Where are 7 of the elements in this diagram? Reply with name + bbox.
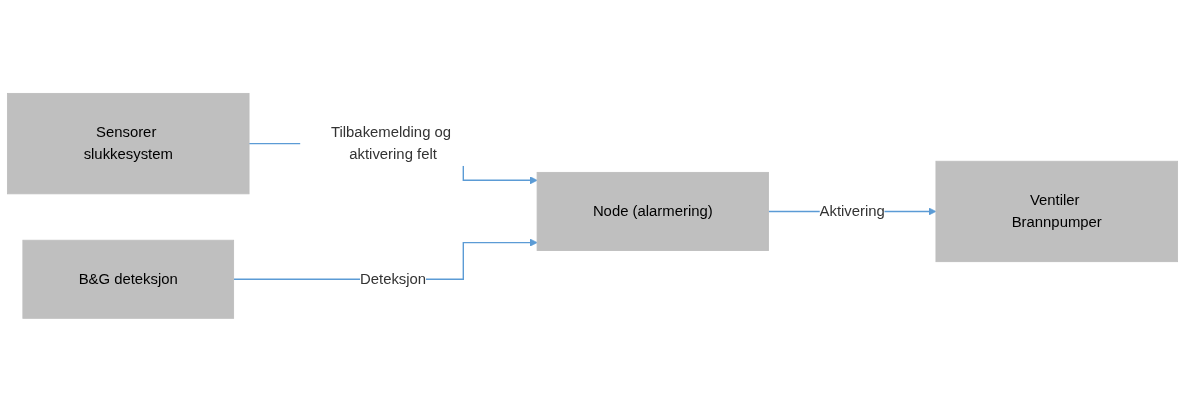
edge-label: Deteksjon bbox=[360, 271, 427, 287]
node-box: Ventiler Brannpumper bbox=[935, 160, 1179, 263]
edge-label: Aktivering bbox=[819, 203, 885, 220]
node-box: Sensorer slukkesystem bbox=[6, 93, 250, 195]
node-box: B&G deteksjon bbox=[22, 239, 235, 319]
edge-label: Tilbakemelding og aktivering felt bbox=[330, 124, 452, 163]
node-box: Node (alarmering) bbox=[536, 172, 769, 252]
